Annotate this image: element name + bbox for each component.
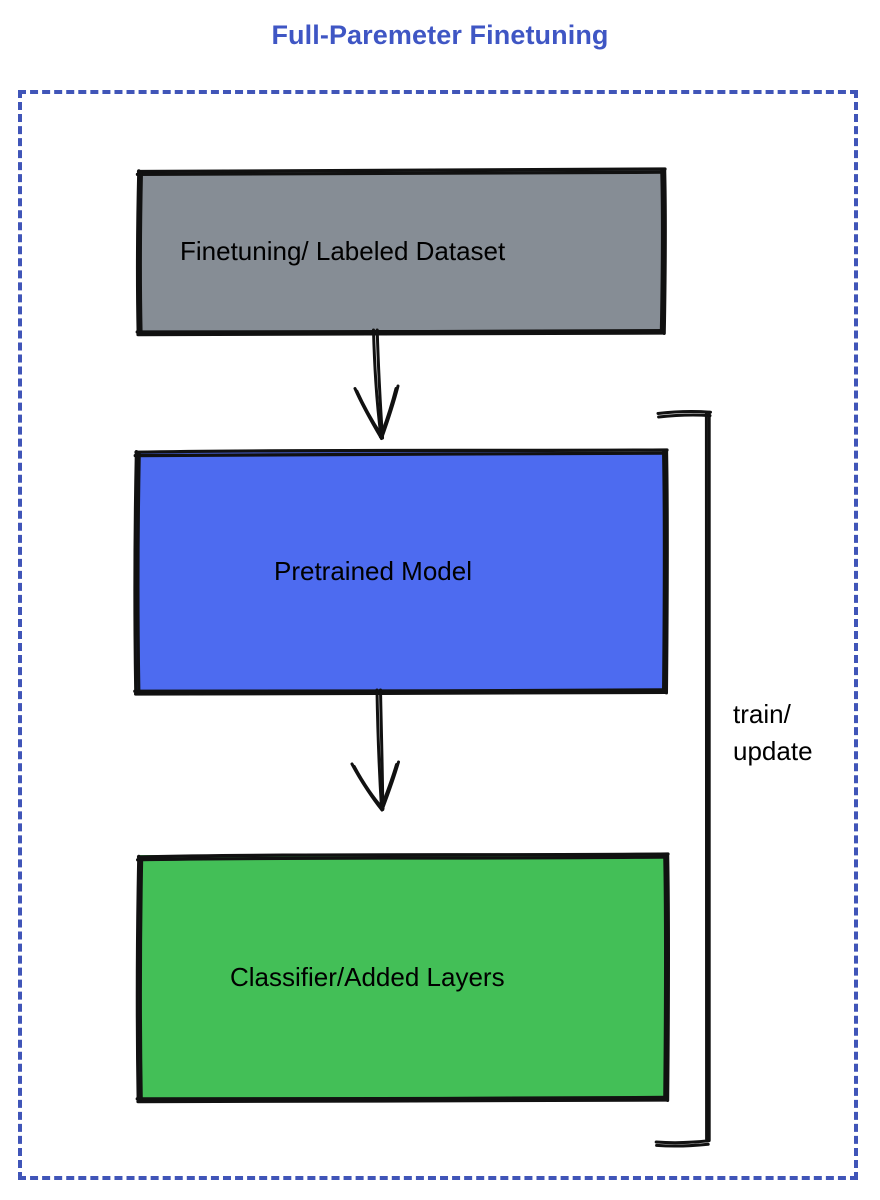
arrow-pretrained-to-classifier [350,688,400,812]
node-finetuning-labeled-dataset[interactable]: Finetuning/ Labeled Dataset [135,167,667,337]
arrow-dataset-to-pretrained [353,328,400,440]
node-pretrained-model[interactable]: Pretrained Model [133,448,669,696]
node-label-pretrained: Pretrained Model [274,556,472,587]
node-fill-classifier [138,855,668,1100]
node-classifier-added-layers[interactable]: Classifier/Added Layers [135,852,671,1104]
node-fill-pretrained [136,452,667,692]
node-sketch-outline-dataset [135,167,667,337]
node-fill-dataset [138,170,665,333]
node-sketch-outline-classifier [135,852,671,1104]
node-label-dataset: Finetuning/ Labeled Dataset [180,235,506,266]
edge-label-train-update: train/ update [733,699,813,766]
node-label-classifier: Classifier/Added Layers [230,961,505,992]
feedback-bracket-train-update [654,410,712,1148]
page-title: Full-Paremeter Finetuning [271,20,609,50]
node-sketch-outline-pretrained [133,448,669,696]
